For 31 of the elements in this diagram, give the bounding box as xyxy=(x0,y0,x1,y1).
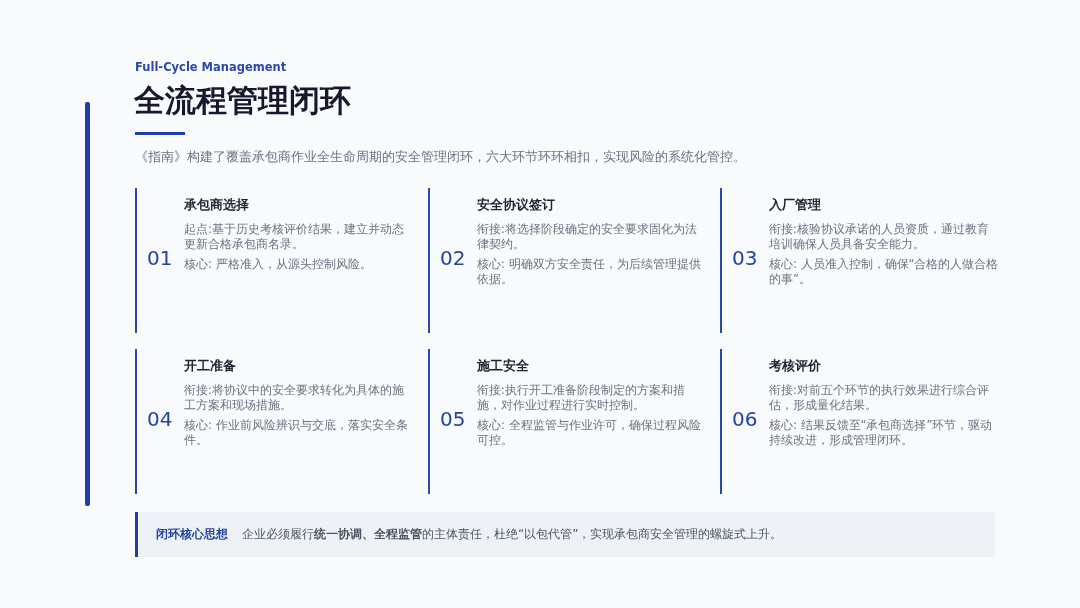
step-number: 02 xyxy=(440,246,466,270)
step-description: 核心: 结果反馈至“承包商选择”环节，驱动持续改进，形成管理闭环。 xyxy=(769,418,994,448)
summary-heading: 闭环核心思想 xyxy=(156,526,228,543)
step-description: 核心: 作业前风险辨识与交底，落实安全条件。 xyxy=(184,418,409,448)
step-description: 衔接:对前五个环节的执行效果进行综合评估，形成量化结果。 xyxy=(769,383,990,413)
step-number: 03 xyxy=(732,246,758,270)
step-description: 衔接:执行开工准备阶段制定的方案和措施，对作业过程进行实时控制。 xyxy=(477,383,686,413)
summary-text: 企业必须履行统一协调、全程监管的主体责任，杜绝“以包代管”，实现承包商安全管理的螺旋式上升。 xyxy=(242,526,783,543)
step-number: 06 xyxy=(732,407,758,431)
step-description: 核心: 人员准入控制，确保“合格的人做合格的事”。 xyxy=(769,257,999,287)
step-description: 核心: 严格准入，从源头控制风险。 xyxy=(184,257,373,272)
title: 全流程管理闭环 xyxy=(134,81,351,120)
step-heading: 入厂管理 xyxy=(769,196,821,214)
step-description: 衔接:核验协议承诺的人员资质，通过教育培训确保人员具备安全能力。 xyxy=(769,222,990,252)
step-description: 衔接:将选择阶段确定的安全要求固化为法律契约。 xyxy=(477,222,698,252)
step-heading: 施工安全 xyxy=(477,357,529,375)
step-number: 01 xyxy=(147,246,173,270)
step-heading: 承包商选择 xyxy=(184,196,249,214)
step-card xyxy=(720,188,1000,333)
step-heading: 考核评价 xyxy=(769,357,821,375)
kicker-text: Full-Cycle Management xyxy=(135,60,287,74)
step-description: 核心: 全程监管与作业许可，确保过程风险可控。 xyxy=(477,418,702,448)
step-description: 衔接:将协议中的安全要求转化为具体的施工方案和现场措施。 xyxy=(184,383,405,413)
step-description: 起点:基于历史考核评价结果，建立并动态更新合格承包商名录。 xyxy=(184,222,405,252)
step-number: 04 xyxy=(147,407,173,431)
summary-panel xyxy=(135,512,995,557)
step-number: 05 xyxy=(440,407,466,431)
step-heading: 安全协议签订 xyxy=(477,196,555,214)
step-description: 核心: 明确双方安全责任，为后续管理提供依据。 xyxy=(477,257,702,287)
subtitle-text: 《指南》构建了覆盖承包商作业全生命周期的安全管理闭环，六大环节环环相扣，实现风险的系统化管控。 xyxy=(135,148,746,166)
step-heading: 开工准备 xyxy=(184,357,236,375)
